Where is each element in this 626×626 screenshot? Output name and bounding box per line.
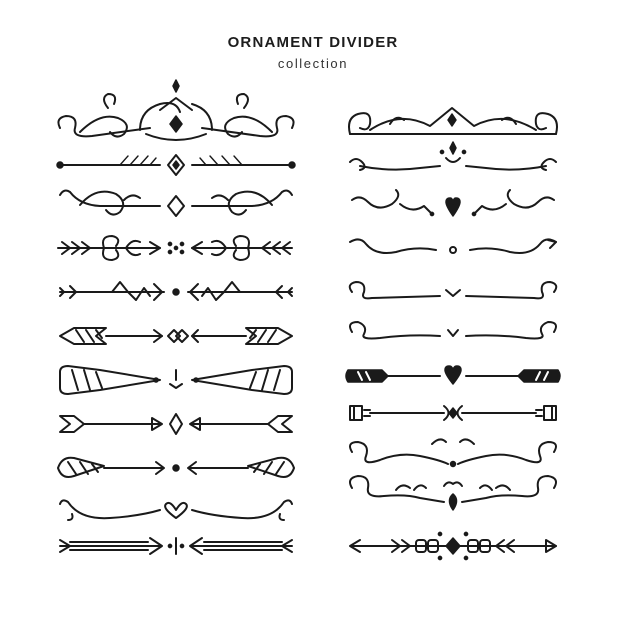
page-subtitle: collection	[277, 56, 349, 71]
dot-loop-divider	[349, 438, 557, 468]
bow-arrow-divider	[349, 405, 557, 421]
drop-swash-divider	[349, 141, 557, 171]
fleur-arrow-divider	[57, 235, 293, 261]
simple-swash-divider	[349, 321, 557, 340]
ornate-feather-divider	[59, 365, 293, 395]
heart-curl-divider	[351, 189, 555, 217]
wave-curl-divider	[349, 238, 557, 254]
drop-loop-divider	[349, 475, 557, 511]
bold-arrow-divider	[57, 456, 295, 478]
vine-curl-divider	[59, 189, 293, 217]
tribal-arrow-divider	[59, 281, 293, 301]
page-title: ORNAMENT DIVIDER	[227, 34, 399, 51]
simple-arrow-divider	[59, 413, 293, 435]
heart-pencil-divider	[345, 365, 561, 385]
heart-swirl-divider	[59, 499, 293, 521]
beaded-arrow-divider	[349, 531, 557, 561]
double-line-arrow-divider	[59, 537, 293, 555]
loop-curl-divider	[348, 281, 558, 300]
feather-arrow-divider	[59, 327, 293, 345]
crown-scroll-divider	[57, 79, 295, 141]
leaf-bar-divider	[56, 154, 296, 176]
tiara-divider	[348, 107, 558, 135]
